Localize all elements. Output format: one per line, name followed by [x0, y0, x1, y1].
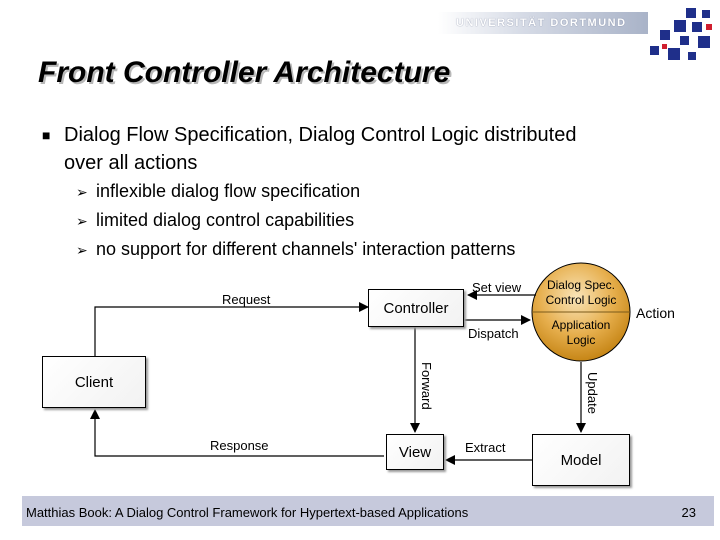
university-logo-icon: [650, 8, 712, 60]
view-label: View: [398, 443, 432, 461]
sub-bullet: ➢ inflexible dialog flow specification: [76, 180, 360, 203]
request-label: Request: [222, 292, 271, 307]
response-arrow: [90, 409, 384, 457]
application-line: Application: [551, 318, 611, 332]
university-name: UNIVERSITÄT DORTMUND: [456, 17, 627, 29]
square-bullet-icon: ■: [42, 127, 51, 143]
footer-bar: Matthias Book: A Dialog Control Framewor…: [22, 496, 714, 526]
model-label: Model: [560, 451, 602, 469]
control-logic-line: Control Logic: [545, 293, 617, 307]
set-view-label: Set view: [472, 280, 522, 295]
slide-title: Front Controller Architecture: [38, 56, 451, 89]
extract-label: Extract: [465, 440, 506, 455]
client-label: Client: [74, 373, 114, 391]
page-number: 23: [681, 505, 696, 520]
arrow-bullet-icon: ➢: [76, 242, 88, 258]
view-box: View: [386, 434, 444, 470]
sub-bullet: ➢ no support for different channels' inte…: [76, 238, 515, 261]
arrow-bullet-icon: ➢: [76, 184, 88, 200]
dialog-spec-line: Dialog Spec.: [546, 278, 616, 292]
forward-label: Forward: [419, 362, 434, 410]
sub-bullet-text: no support for different channels' inter…: [96, 239, 516, 259]
dialog-spec-text: Dialog Spec. Control Logic: [534, 278, 628, 308]
request-arrow: [94, 302, 369, 356]
sub-bullet-text: inflexible dialog flow specification: [96, 181, 361, 201]
sub-bullet: ➢ limited dialog control capabilities: [76, 209, 354, 232]
main-bullet: ■ Dialog Flow Specification, Dialog Cont…: [42, 121, 602, 177]
response-label: Response: [210, 438, 269, 453]
update-label: Update: [585, 372, 600, 414]
model-box: Model: [532, 434, 630, 486]
main-bullet-text: Dialog Flow Specification, Dialog Contro…: [64, 124, 577, 174]
dispatch-label: Dispatch: [468, 326, 519, 341]
controller-box: Controller: [368, 289, 464, 327]
university-banner: UNIVERSITÄT DORTMUND: [438, 12, 648, 34]
sub-bullet-text: limited dialog control capabilities: [96, 210, 355, 230]
arrow-bullet-icon: ➢: [76, 213, 88, 229]
action-label: Action: [636, 305, 675, 321]
client-box: Client: [42, 356, 146, 408]
controller-label: Controller: [383, 299, 449, 317]
logic-line: Logic: [566, 333, 596, 347]
footer-citation: Matthias Book: A Dialog Control Framewor…: [26, 505, 469, 520]
application-logic-text: Application Logic: [534, 318, 628, 348]
